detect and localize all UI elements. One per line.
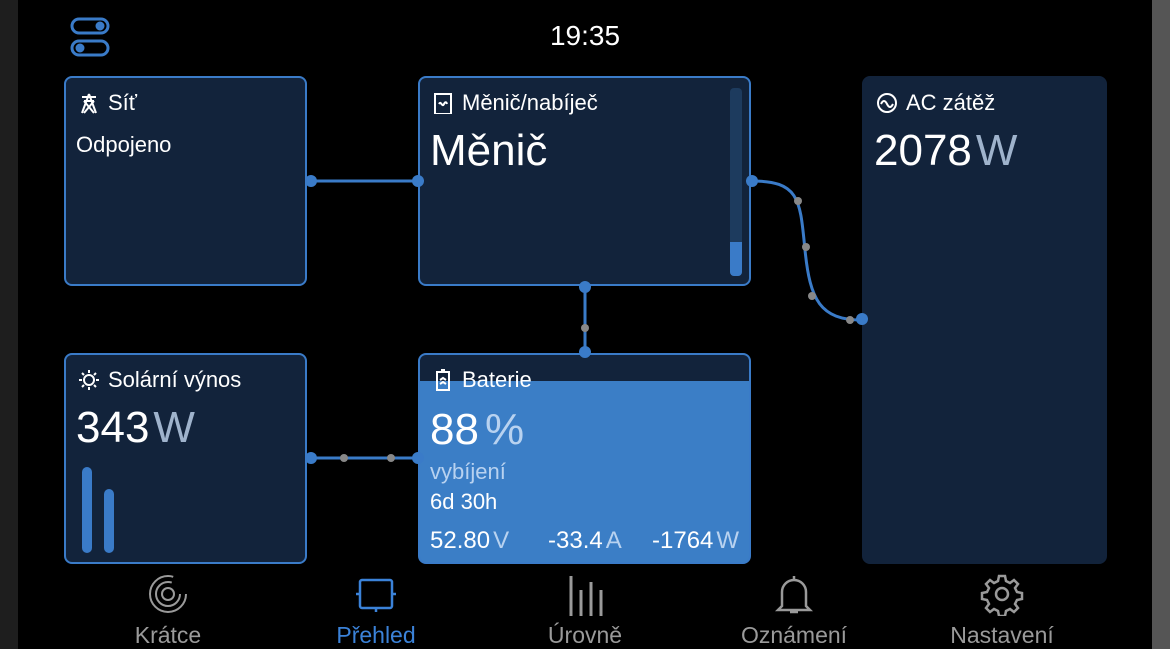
nav-levels[interactable]: Úrovně: [485, 572, 685, 649]
battery-current-unit: A: [605, 527, 622, 554]
overview-icon: [356, 578, 396, 612]
battery-left-node: [412, 452, 424, 464]
solar-unit: W: [153, 403, 195, 452]
battery-soc-unit: %: [484, 405, 525, 454]
nav-label: Nastavení: [950, 622, 1054, 648]
solar-title: Solární výnos: [108, 367, 242, 392]
inverter-dc-node: [579, 281, 591, 293]
solar-value: 343: [76, 403, 150, 452]
nav-label: Úrovně: [547, 622, 623, 648]
inverter-icon: [434, 93, 452, 114]
clock: 19:35: [549, 20, 621, 51]
nav-notifications[interactable]: Oznámení: [694, 572, 894, 649]
solar-bar-2: [104, 489, 114, 553]
toggles-icon[interactable]: [70, 17, 110, 57]
nav-settings[interactable]: Nastavení: [902, 572, 1102, 649]
battery-soc: 88: [430, 405, 479, 454]
ac-load-value: 2078: [874, 126, 972, 175]
solar-bar-1: [82, 467, 92, 553]
ac-load-card[interactable]: AC zátěž 2078W: [862, 76, 1107, 564]
battery-state: vybíjení: [430, 459, 506, 484]
left-edge: [0, 0, 18, 649]
nav-label: Krátce: [134, 622, 202, 648]
nav-label: Oznámení: [740, 622, 848, 648]
battery-title: Baterie: [462, 367, 532, 392]
inverter-mode: Měnič: [430, 126, 548, 175]
battery-power: -1764: [652, 527, 714, 554]
grid-node: [305, 175, 317, 187]
solar-node: [305, 452, 317, 464]
grid-card[interactable]: Síť Odpojeno: [64, 76, 307, 286]
inverter-title: Měnič/nabíječ: [462, 90, 598, 115]
sun-icon: [79, 370, 99, 390]
levels-icon: [569, 576, 603, 616]
inverter-in-node: [412, 175, 424, 187]
battery-voltage-unit: V: [493, 527, 510, 554]
battery-top-node: [579, 346, 591, 358]
ac-sine-icon: [877, 93, 897, 113]
inverter-card[interactable]: Měnič/nabíječ Měnič: [418, 76, 751, 286]
gear-icon: [980, 574, 1024, 616]
grid-title: Síť: [108, 90, 138, 115]
brief-icon: [149, 575, 187, 613]
solar-card[interactable]: Solární výnos 343W: [64, 353, 307, 564]
ac-load-node: [856, 313, 868, 325]
battery-power-unit: W: [716, 527, 740, 554]
ac-load-title: AC zátěž: [906, 90, 996, 115]
battery-time-to-go: 6d 30h: [430, 489, 498, 514]
pylon-icon: [81, 93, 97, 114]
inverter-level-bar: [730, 88, 742, 276]
grid-status: Odpojeno: [76, 132, 172, 157]
nav-brief[interactable]: Krátce: [68, 572, 268, 649]
nav-overview[interactable]: Přehled: [276, 572, 476, 649]
right-edge: [1152, 0, 1170, 649]
inverter-out-node: [746, 175, 758, 187]
battery-icon: [436, 369, 450, 391]
ac-load-unit: W: [975, 126, 1018, 175]
battery-voltage: 52.80: [430, 527, 491, 554]
battery-current: -33.4: [548, 527, 603, 554]
bell-icon: [774, 576, 814, 614]
nav-label: Přehled: [336, 622, 416, 648]
